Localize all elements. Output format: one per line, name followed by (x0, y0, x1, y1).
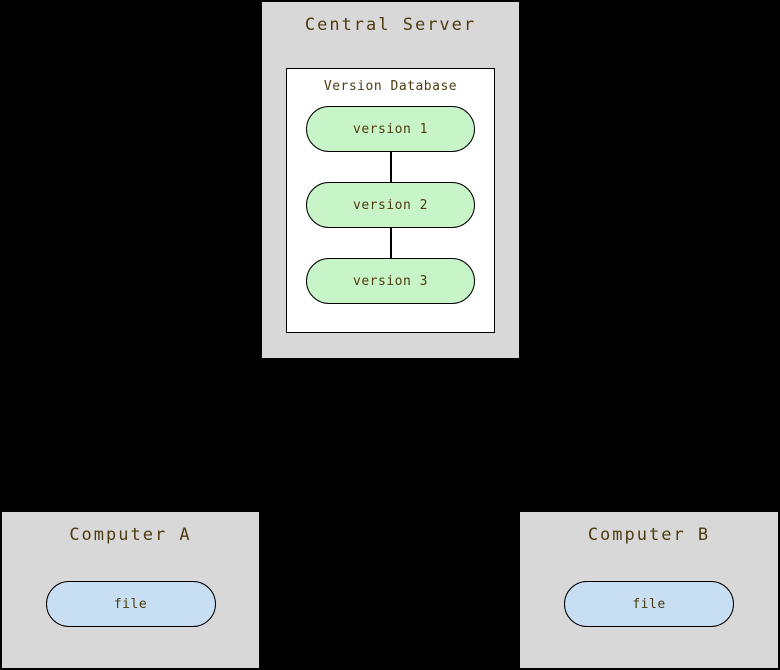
computer-a-file-node: file (45, 581, 216, 627)
computer-a-title: Computer A (69, 525, 192, 545)
connector-line-v2-v3 (389, 228, 392, 258)
connector-line-v1-v2 (389, 152, 392, 182)
version-database-title: Version Database (323, 79, 458, 94)
computer-b-file-node: file (564, 581, 734, 627)
version-3-node: version 3 (306, 258, 475, 304)
central-server-box: Central Server Version Database version … (262, 2, 519, 358)
computer-b-box: Computer B file (520, 512, 778, 668)
computer-b-title: Computer B (587, 525, 711, 545)
version-2-node: version 2 (306, 182, 475, 228)
version-database-box: Version Database version 1 version 2 ver… (286, 68, 495, 333)
computer-a-box: Computer A file (2, 512, 259, 668)
central-server-title: Central Server (304, 15, 477, 35)
version-1-node: version 1 (306, 106, 475, 152)
